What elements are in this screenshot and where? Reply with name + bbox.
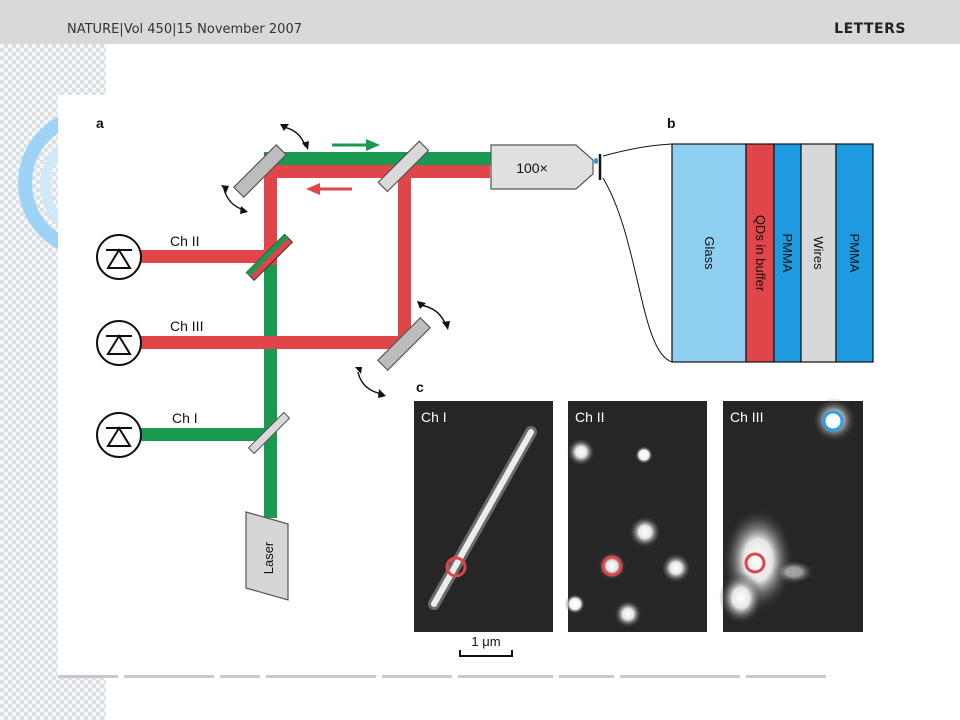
layer-label-pmma-2: PMMA [847, 234, 862, 273]
scale-bar: 1 μm [459, 634, 513, 657]
layer-label-qds: QDs in buffer [753, 215, 768, 292]
page-header: NATURE|Vol 450|15 November 2007 LETTERS [0, 0, 960, 44]
scale-bar-label: 1 μm [471, 634, 500, 649]
image-ch2-label: Ch II [575, 409, 605, 425]
red-beam [140, 165, 490, 349]
caption-strip-cut-off [58, 675, 900, 683]
layer-qds [745, 143, 775, 363]
image-ch1: Ch I [414, 401, 553, 632]
layer-wires [800, 143, 837, 363]
red-direction-arrow [306, 183, 352, 195]
mirror-top-left [232, 143, 288, 199]
image-ch1-label: Ch I [421, 409, 447, 425]
label-ch1: Ch I [172, 410, 198, 426]
label-ch3: Ch III [170, 318, 203, 334]
zoom-line-top [602, 143, 673, 157]
laser-source: Laser [245, 511, 289, 601]
detector-ch3 [96, 320, 142, 366]
layer-label-glass: Glass [702, 236, 717, 270]
layer-stack [671, 143, 874, 363]
beam-splitter [247, 411, 291, 455]
detector-ch1 [96, 412, 142, 458]
detector-ch2 [96, 234, 142, 280]
label-ch2: Ch II [170, 233, 200, 249]
objective-label: 100× [516, 160, 548, 176]
layer-glass [671, 143, 747, 363]
section-label: LETTERS [834, 21, 906, 37]
rotation-arrows [221, 124, 450, 398]
image-ch3: Ch III [719, 398, 863, 632]
panel-b-label: b [667, 115, 676, 131]
zoom-line-bottom [602, 177, 673, 363]
panel-c-label: c [416, 379, 424, 395]
image-ch3-label: Ch III [730, 409, 763, 425]
laser-label: Laser [261, 541, 276, 574]
objective-lens: 100× [490, 144, 602, 190]
layer-label-pmma-1: PMMA [780, 234, 795, 273]
dichroic-mirror [245, 233, 294, 282]
journal-line: NATURE|Vol 450|15 November 2007 [67, 22, 302, 37]
green-direction-arrow [332, 139, 380, 151]
mirror-right [376, 316, 432, 372]
layer-label-wires: Wires [811, 236, 826, 270]
layer-pmma-2 [835, 143, 874, 363]
panel-a-label: a [96, 115, 104, 131]
image-ch2: Ch II [565, 401, 707, 632]
layer-pmma-1 [773, 143, 802, 363]
mirror-top-right [377, 140, 430, 193]
